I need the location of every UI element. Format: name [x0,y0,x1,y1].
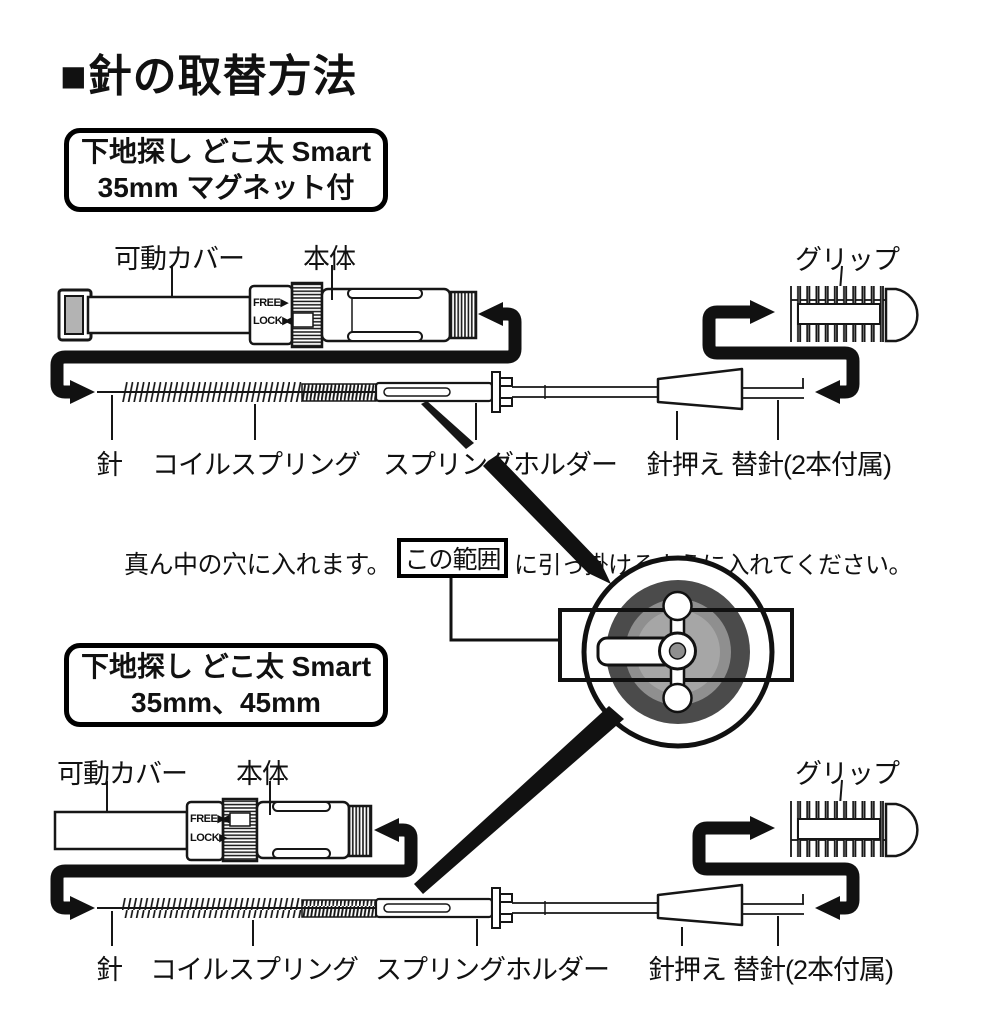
label-grip-bottom: グリップ [795,759,900,789]
label-cover-bottom: 可動カバー [57,759,188,789]
device-top-drawing [57,281,478,349]
leader-lines-bottom-device [106,779,843,815]
label-spare-bottom: 替針(2本付属) [733,955,894,985]
lock-marking-top: LOCK▶ [253,315,291,327]
model-top-line1: 下地探し どこ太 Smart [80,135,372,167]
label-cover-top: 可動カバー [114,244,245,274]
label-holder-top: スプリングホルダー [383,450,618,480]
range-callout-text: この範囲 [404,546,501,574]
label-presser-top: 針押え [646,450,725,480]
label-needle-bottom: 針 [96,955,123,985]
arrow-body-needle-top [50,302,522,404]
model-top-line2: 35mm マグネット付 [97,172,355,203]
label-coil-bottom: コイルスプリング [150,955,359,985]
model-label-bottom: 下地探し どこ太 Smart 35mm、45mm [64,643,388,727]
note-lead-text: 真ん中の穴に入れます。 [124,551,392,579]
range-callout-box: この範囲 [397,538,508,578]
page-title: ■針の取替方法 [60,52,358,101]
grip-top-drawing [790,286,919,343]
grip-bottom-drawing [790,801,919,858]
model-label-top: 下地探し どこ太 Smart 35mm マグネット付 [64,128,388,212]
free-indicator-bottom: ◀ [221,813,229,825]
label-body-bottom: 本体 [236,759,289,789]
label-grip-top: グリップ [795,245,900,275]
model-bottom-line2: 35mm、45mm [131,687,321,718]
label-spare-top: 替針(2本付属) [731,450,892,480]
label-body-top: 本体 [303,244,356,274]
label-holder-bottom: スプリングホルダー [375,955,610,985]
lock-indicator-top: ◀ [284,315,292,327]
free-marking-top: FREE▶ [253,297,289,309]
lock-marking-bottom: LOCK▶ [190,832,228,844]
free-marking-bottom: FREE▶ [190,813,226,825]
arrow-grip-spare-top [702,300,860,404]
device-bottom-drawing [53,797,373,863]
model-bottom-line1: 下地探し どこ太 Smart [80,650,372,682]
label-coil-top: コイルスプリング [152,450,361,480]
label-needle-top: 針 [96,450,123,480]
needle-assembly-top [97,367,804,449]
arrow-body-needle-bottom [50,818,418,920]
needle-assembly-bottom [97,883,804,946]
label-presser-bottom: 針押え [648,955,727,985]
note-tail-text: に引っ掛けるように入れてください。 [514,552,913,579]
arrow-grip-spare-bottom [692,816,860,920]
